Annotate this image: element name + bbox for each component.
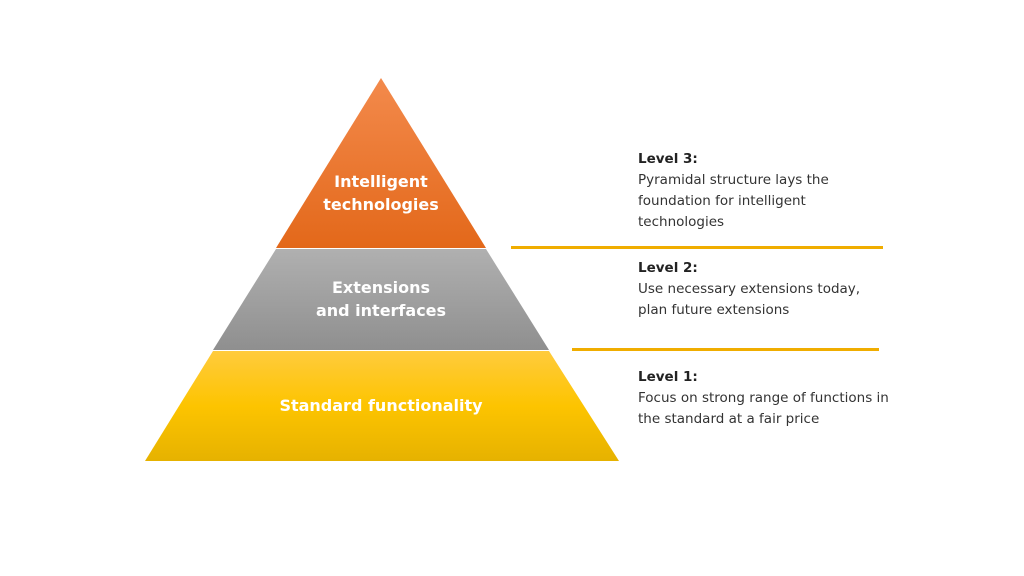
tier-label-line: technologies xyxy=(323,195,439,214)
tier-label-line: Extensions xyxy=(332,278,430,297)
level-3-description: Level 3: Pyramidal structure lays the fo… xyxy=(638,149,908,233)
level-text: Focus on strong range of functions in th… xyxy=(638,390,889,427)
level-title: Level 2: xyxy=(638,260,698,276)
level-1-description: Level 1: Focus on strong range of functi… xyxy=(638,367,908,430)
level-title: Level 3: xyxy=(638,151,698,167)
level-title: Level 1: xyxy=(638,369,698,385)
pyramid-tier-top xyxy=(276,78,486,248)
separator-line xyxy=(572,348,879,351)
tier-label-line: and interfaces xyxy=(316,301,446,320)
pyramid-tier-bottom xyxy=(145,351,619,461)
level-text: Pyramidal structure lays the foundation … xyxy=(638,172,829,230)
level-2-description: Level 2: Use necessary extensions today,… xyxy=(638,258,908,321)
tier-label-line: Standard functionality xyxy=(279,396,483,415)
level-text: Use necessary extensions today, plan fut… xyxy=(638,281,861,318)
pyramid-tier-middle xyxy=(213,249,549,350)
separator-line xyxy=(511,246,883,249)
tier-label-line: Intelligent xyxy=(334,172,428,191)
